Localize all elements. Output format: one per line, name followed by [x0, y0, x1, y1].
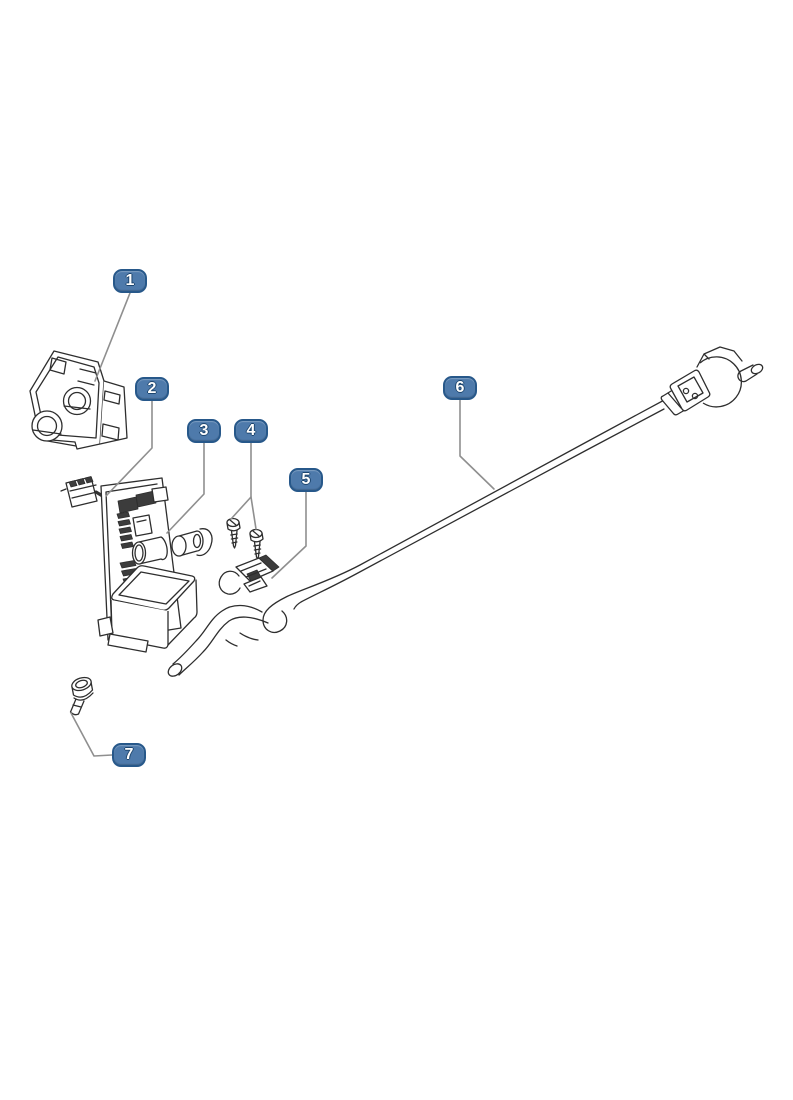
bushing-clip: [196, 528, 213, 557]
plug-prong-tip: [750, 363, 764, 375]
plug-face-inner: [677, 376, 704, 403]
inlet-socket-1: [62, 386, 92, 416]
leader-lines: [70, 292, 495, 757]
cord-strand-upper: [262, 397, 669, 634]
inlet-flange-tab-2: [101, 423, 120, 441]
board-header-2: [135, 490, 157, 508]
callout-3-board-bushing[interactable]: 3: [187, 419, 221, 443]
part-4-screws: [226, 517, 264, 560]
part-3-circuit-board-assembly: [97, 477, 213, 653]
part-5-cable-clip: [218, 554, 280, 595]
leader-line-1: [94, 292, 131, 382]
callout-6-power-cord[interactable]: 6: [443, 376, 477, 400]
part-7-screw: [69, 676, 94, 716]
screw-2: [249, 528, 264, 560]
callout-1-power-inlet-assembly[interactable]: 1: [113, 269, 147, 293]
callout-number: 5: [301, 471, 311, 488]
board-header-1: [117, 496, 139, 514]
plug-prong: [737, 364, 758, 383]
callout-number: 3: [199, 422, 209, 439]
callout-number: 4: [246, 422, 256, 439]
leader-line-6: [459, 399, 495, 490]
leader-line-4: [230, 442, 252, 520]
inlet-socket-2: [31, 410, 63, 442]
callout-4-screws[interactable]: 4: [234, 419, 268, 443]
board-capacitor: [138, 536, 168, 565]
screw-1: [226, 517, 241, 549]
board-chip: [132, 514, 153, 537]
callout-number: 7: [124, 746, 134, 763]
leader-line-5: [271, 491, 307, 579]
part-6-power-cord: [167, 346, 764, 677]
leader-line-7: [70, 712, 113, 757]
cord-end-cap: [167, 663, 183, 677]
board-connector-top: [151, 486, 169, 503]
inlet-cutout: [49, 357, 67, 375]
callout-number: 2: [147, 380, 157, 397]
leader-line-3: [166, 442, 205, 534]
plug-body-top: [696, 346, 743, 368]
callout-5-cable-clip[interactable]: 5: [289, 468, 323, 492]
part-3-bushing: [171, 528, 213, 557]
clip-tab: [243, 576, 268, 593]
part-1-power-inlet-assembly: [29, 350, 128, 450]
power-plug: [660, 346, 764, 416]
callout-number: 1: [125, 272, 135, 289]
plug-body: [699, 356, 743, 408]
clip-hook: [218, 570, 241, 595]
cord-break-dashes: [225, 632, 259, 647]
callout-7-grounding-screw[interactable]: 7: [112, 743, 146, 767]
callout-number: 6: [455, 379, 465, 396]
inlet-panel-inner: [35, 356, 100, 439]
cord-end-segment: [172, 604, 263, 665]
callout-2-cable-harness[interactable]: 2: [135, 377, 169, 401]
leader-line-2: [105, 400, 153, 497]
cord-strand-lower: [293, 408, 665, 610]
board-cover-box: [110, 565, 198, 649]
plug-face: [669, 369, 711, 412]
leader-line-4: [250, 496, 257, 530]
inlet-flange-tab-1: [103, 390, 121, 405]
